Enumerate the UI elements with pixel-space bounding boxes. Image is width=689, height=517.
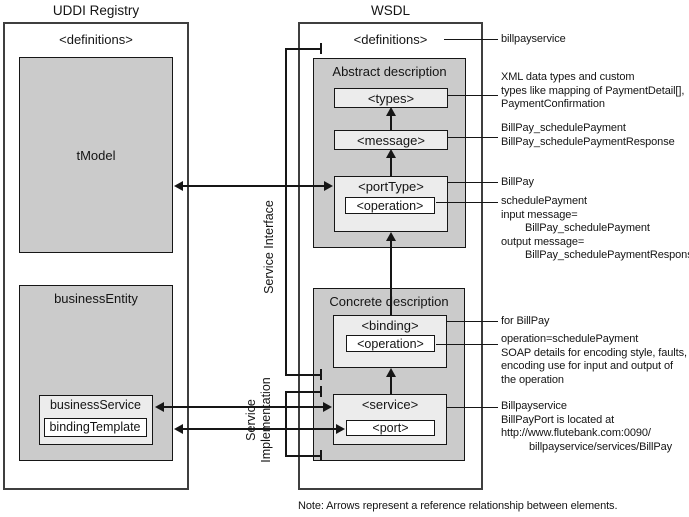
annotation-line: the operation [501, 373, 564, 386]
business-entity-box: businessEntity businessService bindingTe… [19, 285, 173, 461]
annotation-line: XML data types and custom [501, 71, 635, 83]
types-box: <types> [334, 88, 448, 108]
arrow-line [390, 375, 392, 395]
leader-binding [447, 321, 498, 323]
binding-label: <binding> [361, 318, 419, 333]
bracket-stub [285, 48, 321, 50]
annotation-message: BillPay_schedulePayment BillPay_schedule… [501, 122, 675, 149]
annotation-line: BillPay_schedulePayment [501, 122, 626, 134]
annotation-line: BillPay_schedulePaymentResponse [501, 135, 675, 148]
leader-service [447, 407, 498, 409]
annotation-line: BillPay [501, 176, 534, 188]
uddi-registry-title: UDDI Registry [52, 3, 140, 18]
bracket-line [285, 391, 287, 456]
binding-operation-box: <operation> [346, 335, 435, 352]
arrowhead-up-icon [386, 368, 396, 377]
bracket-tick [320, 450, 322, 461]
annotation-porttype: BillPay [501, 176, 534, 190]
bracket-stub [285, 374, 321, 376]
arrow-line [181, 428, 338, 430]
service-box: <service> <port> [333, 394, 447, 445]
arrow-line [181, 185, 326, 187]
annotation-service: Billpayservice BillPayPort is located at… [501, 400, 672, 454]
arrowhead-up-icon [386, 149, 396, 158]
wsdl-title: WSDL [370, 3, 410, 18]
annotation-definitions: billpayservice [501, 33, 566, 47]
annotation-line: operation=schedulePayment [501, 333, 639, 345]
bracket-tick [320, 43, 322, 54]
annotation-operation-abstract: schedulePayment input message= BillPay_s… [501, 195, 689, 263]
annotation-line: schedulePayment [501, 195, 587, 207]
message-box: <message> [334, 130, 448, 150]
annotation-binding: for BillPay [501, 315, 550, 329]
arrowhead-up-icon [386, 232, 396, 241]
arrow-line [390, 114, 392, 131]
business-service-label: businessService [49, 397, 141, 412]
bracket-tick [320, 386, 322, 397]
annotation-line: for BillPay [501, 315, 550, 327]
tmodel-box: tModel [19, 57, 173, 253]
tmodel-label: tModel [76, 147, 116, 163]
arrow-line [390, 156, 392, 177]
annotation-types: XML data types and custom types like map… [501, 71, 684, 112]
annotation-line: types like mapping of PaymentDetail[], [501, 84, 685, 97]
diagram-note: Note: Arrows represent a reference relat… [298, 500, 618, 512]
arrow-line [390, 239, 392, 316]
concrete-description-title: Concrete description [329, 294, 449, 309]
annotation-line: BillPay_schedulePayment [525, 222, 650, 234]
porttype-label: <portType> [358, 179, 424, 194]
annotation-line: input message= [501, 208, 578, 221]
binding-template-label: bindingTemplate [49, 420, 141, 434]
porttype-operation-label: <operation> [356, 198, 424, 213]
binding-template-box: bindingTemplate [43, 417, 147, 437]
leader-porttype [448, 182, 498, 184]
binding-box: <binding> <operation> [333, 315, 447, 368]
bracket-tick [320, 369, 322, 380]
arrowhead-left-icon [155, 402, 164, 412]
annotation-line: SOAP details for encoding style, faults, [501, 346, 687, 359]
business-service-box: businessService bindingTemplate [38, 394, 153, 445]
service-implementation-label: Service Implementation [244, 377, 273, 463]
annotation-line: PaymentConfirmation [501, 98, 605, 110]
uddi-definitions-label: <definitions> [59, 32, 133, 47]
bracket-line [285, 48, 287, 375]
port-label: <port> [372, 421, 409, 435]
annotation-line: encoding use for input and output of [501, 360, 673, 372]
leader-operation-concrete [436, 344, 498, 346]
arrowhead-right-icon [324, 181, 333, 191]
message-label: <message> [357, 132, 425, 148]
leader-definitions [444, 39, 498, 41]
annotation-operation-concrete: operation=schedulePayment SOAP details f… [501, 333, 687, 387]
annotation-line: http://www.flutebank.com:0090/ [501, 427, 651, 439]
porttype-operation-box: <operation> [345, 197, 435, 214]
arrowhead-right-icon [336, 424, 345, 434]
annotation-line: BillPay_schedulePaymentResponse [525, 249, 689, 261]
leader-operation-abstract [436, 202, 498, 204]
arrowhead-right-icon [323, 402, 332, 412]
arrowhead-left-icon [174, 424, 183, 434]
annotation-line: BillPayPort is located at [501, 413, 615, 426]
annotation-line: output message= [501, 235, 585, 248]
annotation-line: billpayservice/services/BillPay [529, 440, 673, 453]
porttype-box: <portType> <operation> [334, 176, 448, 232]
leader-types [448, 95, 498, 97]
binding-operation-label: <operation> [357, 336, 424, 351]
service-interface-label: Service Interface [262, 200, 276, 294]
arrowhead-up-icon [386, 107, 396, 116]
wsdl-definitions-label: <definitions> [353, 32, 428, 47]
annotation-line: billpayservice [501, 33, 566, 45]
bracket-stub [285, 391, 321, 393]
arrowhead-left-icon [174, 181, 183, 191]
bracket-stub [285, 455, 321, 457]
annotation-line: Billpayservice [501, 400, 567, 412]
port-box: <port> [346, 420, 435, 436]
service-label: <service> [361, 397, 419, 412]
arrow-line [162, 406, 325, 408]
types-label: <types> [367, 90, 415, 106]
leader-message [448, 137, 498, 139]
abstract-description-title: Abstract description [332, 64, 447, 79]
business-entity-label: businessEntity [54, 291, 138, 306]
